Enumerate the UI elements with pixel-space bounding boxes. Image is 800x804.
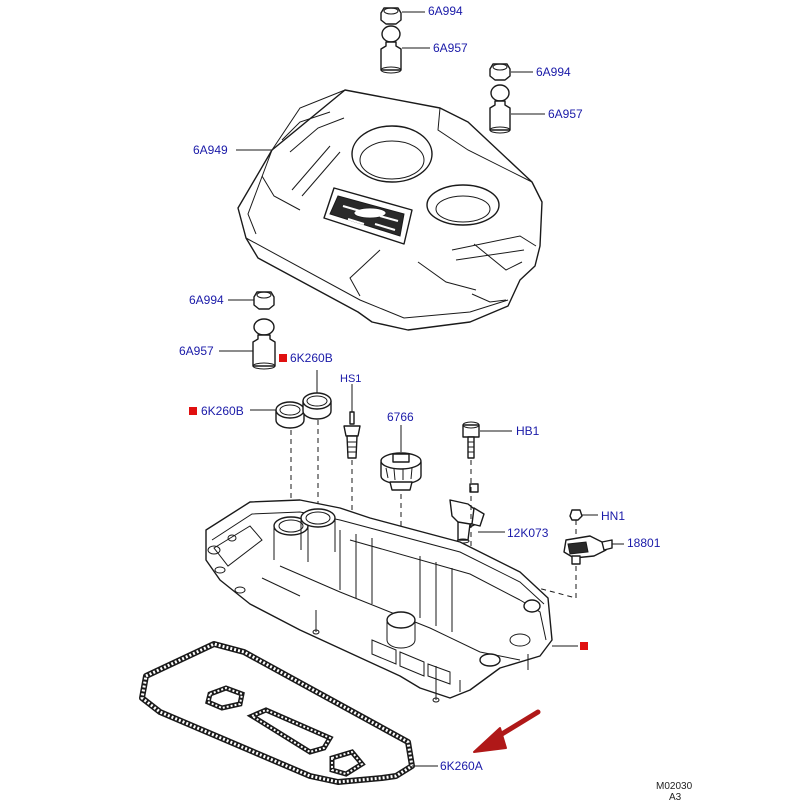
label-cam-sensor: 12K073 (507, 526, 549, 540)
label-engine-cover: 6A949 (193, 143, 228, 157)
new-part-marker-valve-cover (580, 642, 588, 650)
label-nut: HN1 (601, 509, 626, 523)
reference-code: M02030 (656, 781, 693, 792)
label-sensor-bracket: 18801 (627, 536, 661, 550)
label-stud-top-2: 6A957 (548, 107, 583, 121)
sensor-18801 (563, 535, 613, 565)
label-cap-top-2: 6A994 (536, 65, 571, 79)
gasket-6k260a (139, 641, 415, 785)
label-heat-shield-stud: HS1 (340, 373, 362, 385)
cap-6a994-top-2 (489, 63, 511, 81)
label-oil-filler-cap: 6766 (387, 410, 414, 424)
label-gasket: 6K260A (440, 759, 483, 773)
cap-6a994-top-1 (380, 7, 402, 25)
nut-hn1 (569, 509, 583, 521)
reference-sheet: A3 (669, 792, 682, 803)
stud-hs1 (343, 411, 361, 459)
pointer-arrow (473, 709, 541, 753)
stud-6a957-top-2 (489, 84, 511, 134)
label-seal-upper: 6K260B (290, 351, 333, 365)
seal-6k260b-left (275, 401, 305, 429)
new-part-marker-seal-lower (189, 407, 197, 415)
cap-6a994-left (253, 291, 275, 310)
label-stud-left: 6A957 (179, 344, 214, 358)
label-bolt: HB1 (516, 424, 540, 438)
label-stud-top-1: 6A957 (433, 41, 468, 55)
new-part-marker-seal-upper (279, 354, 287, 362)
engine-cover-6a949 (237, 89, 543, 331)
stud-6a957-top-1 (380, 25, 402, 74)
label-cap-left: 6A994 (189, 293, 224, 307)
ecoboost-logo-plate (323, 187, 413, 245)
stud-6a957-left (252, 318, 276, 370)
bolt-hb1 (462, 421, 480, 459)
label-cap-top-1: 6A994 (428, 4, 463, 18)
oil-filler-cap-6766 (380, 452, 422, 491)
valve-cover (205, 499, 553, 703)
seal-6k260b-right (302, 392, 332, 420)
label-seal-lower: 6K260B (201, 404, 244, 418)
cam-sensor-12k073 (449, 483, 485, 544)
